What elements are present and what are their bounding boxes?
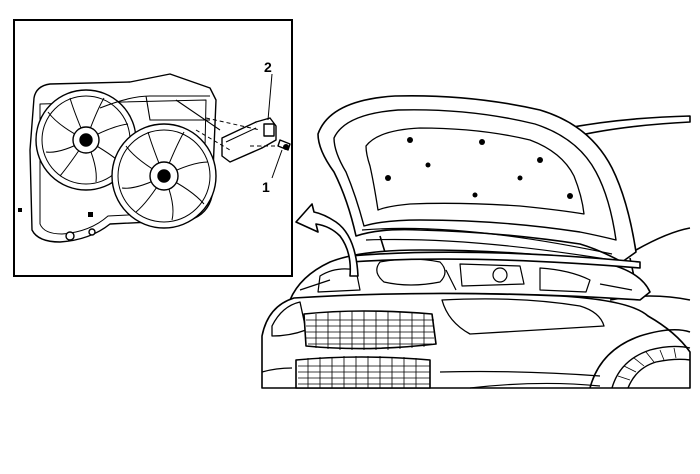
cooling-fan-module — [18, 73, 291, 243]
upper-grille — [303, 310, 437, 350]
fan-wiring — [99, 95, 221, 131]
hood-clips — [385, 137, 573, 199]
open-hood — [317, 94, 637, 263]
hood-seal-2 — [365, 238, 625, 263]
fan-right — [111, 123, 217, 229]
wheel-arch — [589, 328, 691, 389]
headlamp-right — [441, 298, 605, 335]
fan-control-module — [221, 117, 277, 163]
hood-insulator — [365, 127, 585, 215]
leader-2 — [267, 73, 273, 121]
callout-1: 1 — [262, 179, 270, 195]
tire — [611, 345, 691, 389]
leader-1 — [271, 149, 283, 179]
bumper-lines — [261, 367, 601, 389]
bolt — [277, 139, 291, 151]
exploded-view-line — [195, 117, 282, 151]
callout-leaders — [267, 73, 283, 179]
install-direction-arrow — [295, 203, 359, 277]
vehicle-front — [261, 94, 691, 389]
lower-grille-mesh — [298, 356, 430, 388]
shroud-mounts — [18, 208, 96, 241]
callout-2: 2 — [264, 59, 272, 75]
radiator-support — [349, 251, 641, 269]
lower-grille — [295, 356, 431, 389]
hood-seal — [361, 227, 613, 255]
hood-inner-panel — [333, 109, 617, 241]
upper-grille-mesh — [306, 311, 434, 350]
tire-tread — [617, 347, 677, 381]
